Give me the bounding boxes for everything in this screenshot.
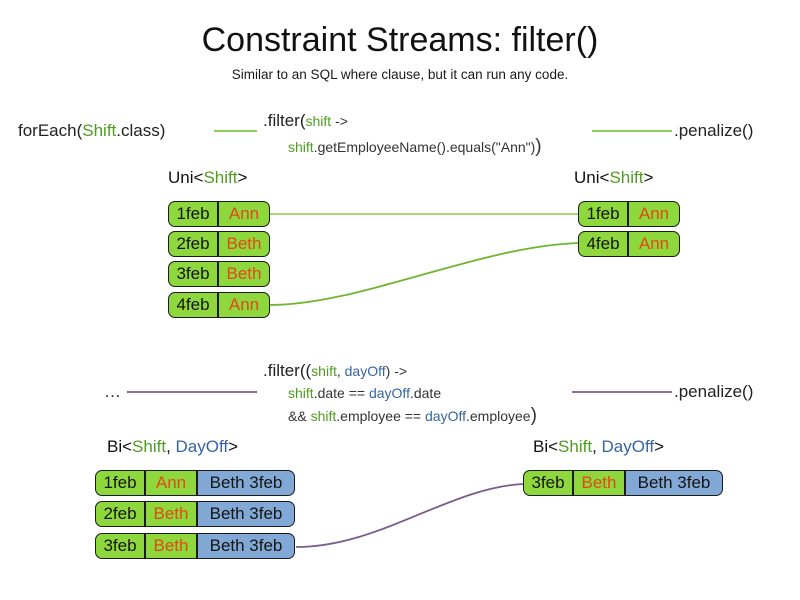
table-row[interactable]: 4feb Ann [578,231,680,257]
row2-output-stream-pre: Bi< [533,437,559,456]
tuple-name: Ann [145,470,197,496]
row2-output-stream-label: Bi<Shift, DayOff> [533,437,664,457]
row1-input-stream-pre: Uni< [168,168,204,187]
row1-filter-head: .filter(shift -> [263,110,348,131]
tuple-name: Ann [628,231,680,257]
row2-input-stream-type-a: Shift [132,437,167,456]
tuple-name: Beth [145,533,197,559]
table-row[interactable]: 3feb Beth [168,261,270,287]
table-row[interactable]: 2feb Beth [168,231,270,257]
row2-line3-c: .employee == [336,408,425,424]
table-row[interactable]: 1feb Ann [168,201,270,227]
row1-filter-close: ) [535,136,542,157]
row1-terminal: .penalize() [674,121,754,140]
row2-line2-b: .date == [313,385,369,401]
wire-row2-tuple-3feb [295,483,525,548]
tuple-name: Beth [218,261,270,287]
row2-filter-param-a: shift [311,363,337,379]
row2-line3-e: .employee [466,408,531,424]
row1-output-stream-pre: Uni< [574,168,610,187]
tuple-date: 4feb [168,292,218,318]
row2-line2-c: dayOff [368,385,410,401]
row1-input-stream-post: > [237,168,248,187]
row1-filter-param: shift [305,113,332,129]
row2-input-stream-post: > [228,437,239,456]
table-row[interactable]: 3feb Beth Beth 3feb [523,470,723,496]
tuple-date: 3feb [168,261,218,287]
tuple-dayoff: Beth 3feb [197,470,295,496]
row2-filter-close: ) [530,405,537,426]
tuple-date: 2feb [95,501,145,527]
row1-filter-body-rest: .getEmployeeName().equals("Ann") [313,139,536,155]
row2-filter-body-line2: && shift.employee == dayOff.employee) [288,406,537,426]
row2-filter-keyword: .filter(( [263,361,312,380]
row2-line3-a: && [288,408,311,424]
table-row[interactable]: 2feb Beth Beth 3feb [95,501,295,527]
table-row[interactable]: 1feb Ann Beth 3feb [95,470,295,496]
row2-filter-body-line1: shift.date == dayOff.date [288,384,441,403]
row2-filter-head: .filter((shift, dayOff) -> [263,360,407,381]
row1-source-suffix: .class) [116,121,166,140]
row2-output-stream-post: > [654,437,665,456]
row1-source-prefix: forEach( [18,121,83,140]
row2-input-stream-pre: Bi< [107,437,133,456]
tuple-dayoff: Beth 3feb [197,533,295,559]
tuple-date: 3feb [523,470,573,496]
tuple-name: Ann [218,292,270,318]
tuple-name: Beth [145,501,197,527]
table-row[interactable]: 1feb Ann [578,201,680,227]
row2-filter-arrow: ) -> [385,363,408,379]
row2-output-stream-type-b: DayOff [601,437,655,456]
row2-output-stream-sep: , [592,437,602,456]
row1-input-stream-type: Shift [203,168,238,187]
tuple-date: 4feb [578,231,628,257]
tuple-date: 1feb [168,201,218,227]
row1-filter-body-var: shift [288,139,314,155]
tuple-name: Ann [218,201,270,227]
row1-filter-arrow: -> [331,113,348,129]
page-title: Constraint Streams: filter() [201,21,599,59]
tuple-name: Ann [628,201,680,227]
row1-output-stream-type: Shift [609,168,644,187]
tuple-date: 1feb [95,470,145,496]
row1-filter-body: shift.getEmployeeName().equals("Ann")) [288,137,542,157]
wire-row1-tuple-4feb [269,242,580,306]
row1-output-stream-label: Uni<Shift> [574,168,653,188]
row1-output-stream-post: > [643,168,654,187]
table-row[interactable]: 4feb Ann [168,292,270,318]
row1-source-expression: forEach(Shift.class) [18,120,165,141]
row1-input-stream-label: Uni<Shift> [168,168,247,188]
table-row[interactable]: 3feb Beth Beth 3feb [95,533,295,559]
row2-input-stream-type-b: DayOff [175,437,229,456]
row1-filter-keyword: .filter( [263,111,306,130]
tuple-dayoff: Beth 3feb [197,501,295,527]
row2-filter-param-sep: , [336,363,345,379]
row2-terminal: .penalize() [674,382,754,401]
row2-source-expression: … [104,382,121,401]
row2-output-stream-type-a: Shift [558,437,593,456]
tuple-dayoff: Beth 3feb [625,470,723,496]
row2-line2-a: shift [288,385,314,401]
page-subtitle: Similar to an SQL where clause, but it c… [231,67,569,82]
tuple-date: 1feb [578,201,628,227]
tuple-name: Beth [218,231,270,257]
row2-line3-b: shift [310,408,337,424]
row2-input-stream-label: Bi<Shift, DayOff> [107,437,238,457]
row2-filter-param-b: dayOff [344,363,386,379]
tuple-date: 3feb [95,533,145,559]
tuple-date: 2feb [168,231,218,257]
row1-source-type: Shift [82,121,117,140]
row2-input-stream-sep: , [166,437,176,456]
row2-line2-d: .date [409,385,442,401]
row2-line3-d: dayOff [425,408,466,424]
tuple-name: Beth [573,470,625,496]
